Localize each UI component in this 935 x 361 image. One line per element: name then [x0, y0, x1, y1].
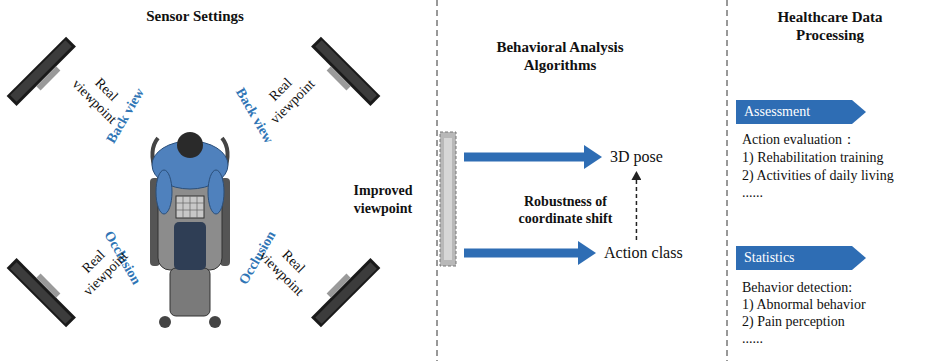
node-text: Improved viewpoint: [340, 182, 426, 217]
flow-arrow: [464, 153, 584, 162]
output-box: Action class: [600, 242, 687, 264]
text-label: Behavioral Analysis Algorithms: [485, 38, 635, 74]
flow-arrow: [464, 249, 578, 258]
text-label: Sensor Settings: [146, 7, 244, 25]
banner-arrow: Assessment: [736, 100, 866, 124]
monitor: [7, 254, 81, 328]
text-label: 2) Activities of daily living: [742, 168, 894, 185]
wheelchair-user: [150, 132, 230, 328]
text-label: ......: [742, 331, 763, 348]
viewpoint-screen: [438, 128, 460, 270]
separator-line: [727, 0, 728, 361]
text-label: Healthcare Data Processing: [755, 8, 905, 44]
edge-label: Robustness of coordinate shift: [504, 193, 626, 228]
dashed-arrow: [636, 180, 638, 240]
node-text: Action class: [600, 242, 687, 264]
text-label: Action evaluation：: [742, 132, 856, 149]
banner-arrow: Statistics: [736, 246, 866, 270]
separator-line: [437, 0, 438, 361]
node-text: 3D pose: [606, 146, 667, 168]
banner-text: Statistics: [736, 246, 866, 270]
output-box: 3D pose: [606, 146, 667, 168]
text-label: ......: [742, 185, 763, 202]
viewpoint-panel: Improved viewpoint: [340, 128, 462, 270]
text-label: 2) Pain perception: [742, 314, 845, 331]
monitor: [307, 37, 381, 111]
text-label: 1) Abnormal behavior: [742, 297, 866, 314]
monitor: [307, 254, 381, 328]
monitor: [7, 37, 81, 111]
banner-text: Assessment: [736, 100, 866, 124]
text-label: Behavior detection:: [742, 280, 852, 297]
text-label: 1) Rehabilitation training: [742, 150, 884, 167]
